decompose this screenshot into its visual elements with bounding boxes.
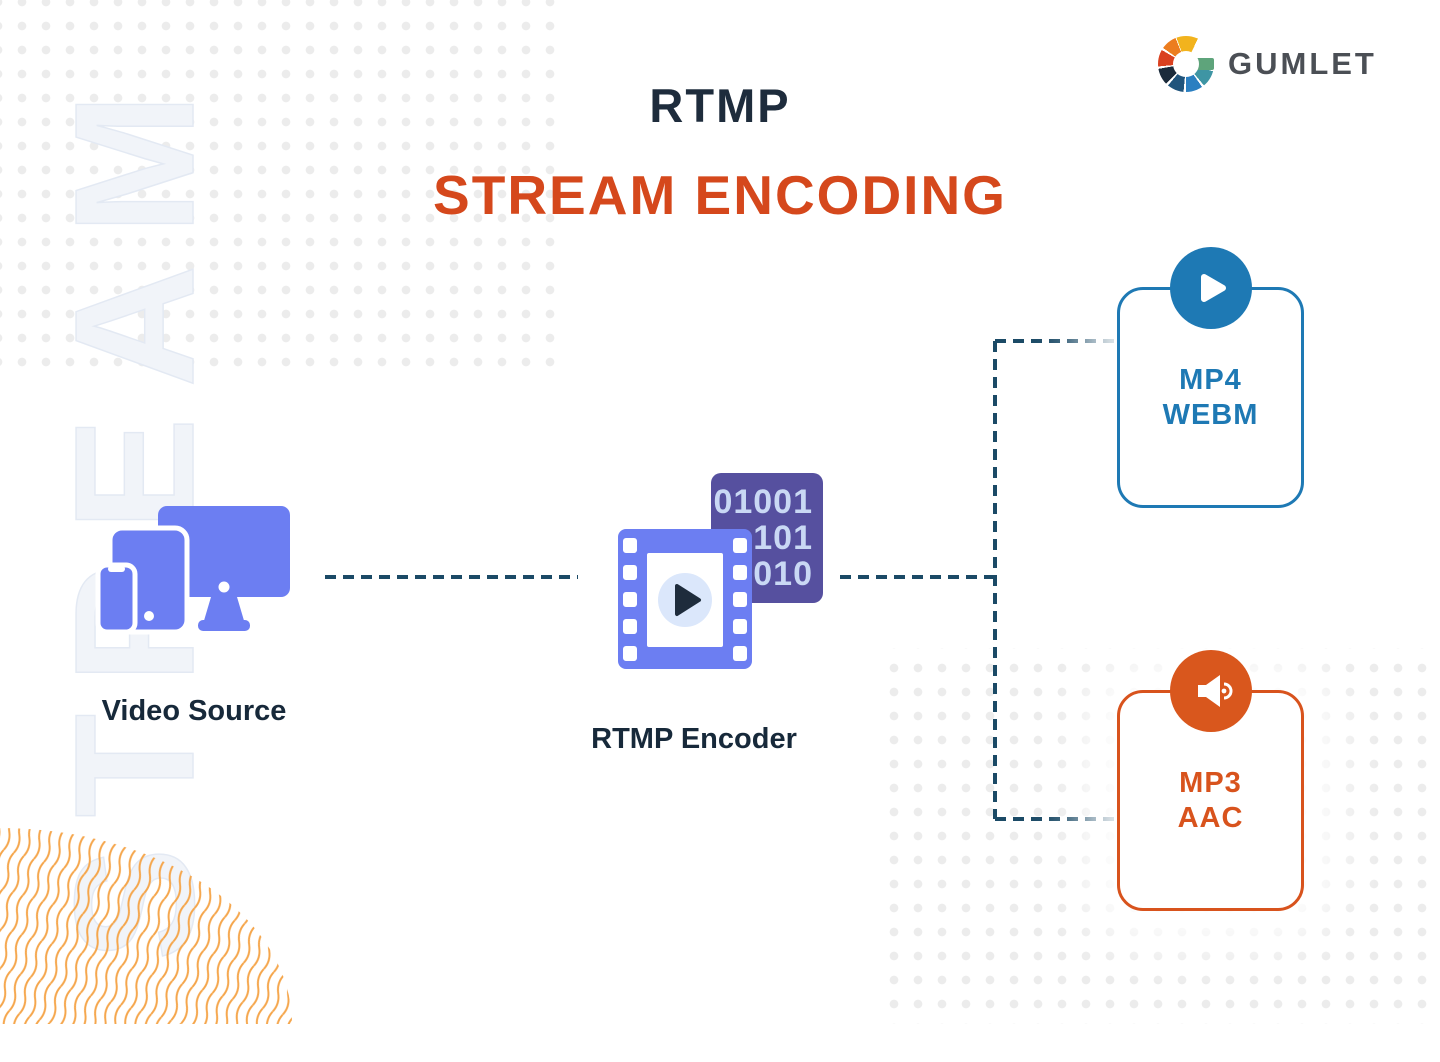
rtmp-encoder-label: RTMP Encoder (591, 723, 797, 755)
video-output-box: MP4 WEBM (1117, 247, 1304, 508)
dot-grid-top-left (0, 0, 560, 372)
binary-line: 101 (753, 519, 813, 557)
speaker-icon (1197, 675, 1232, 707)
binary-line: 010 (753, 555, 813, 593)
film-sprocket-holes (623, 538, 747, 661)
video-source-devices-icon (95, 506, 290, 635)
brand-name: GUMLET (1228, 46, 1377, 81)
video-source-label: Video Source (101, 695, 287, 727)
format-label: AAC (1177, 801, 1244, 834)
play-icon (675, 584, 701, 616)
gumlet-color-wheel-icon (1158, 36, 1214, 92)
format-label: MP3 (1179, 766, 1242, 799)
phone-icon (95, 562, 138, 635)
binary-code-block: 01001 101 010 (711, 473, 823, 603)
rtmp-stream-encoding-diagram: { "brand": { "name": "GUMLET" }, "title"… (0, 0, 1440, 1024)
audio-speaker-badge (1169, 650, 1252, 732)
format-label: MP4 (1179, 363, 1242, 396)
page-title: RTMP STREAM ENCODING (320, 0, 1120, 227)
wavy-corner-decoration (0, 828, 292, 1024)
title-stream-encoding: STREAM ENCODING (433, 164, 1007, 226)
title-rtmp: RTMP (649, 79, 791, 132)
format-label: WEBM (1162, 398, 1259, 431)
play-icon (1200, 274, 1226, 302)
monitor-icon (158, 506, 290, 631)
video-play-badge (1169, 247, 1252, 329)
audio-output-box: MP3 AAC (1117, 650, 1304, 911)
gumlet-logo: GUMLET (1158, 36, 1377, 92)
film-strip-play-icon (618, 529, 752, 669)
binary-line: 01001 (713, 483, 813, 521)
wheel-center-hole (1173, 51, 1199, 77)
